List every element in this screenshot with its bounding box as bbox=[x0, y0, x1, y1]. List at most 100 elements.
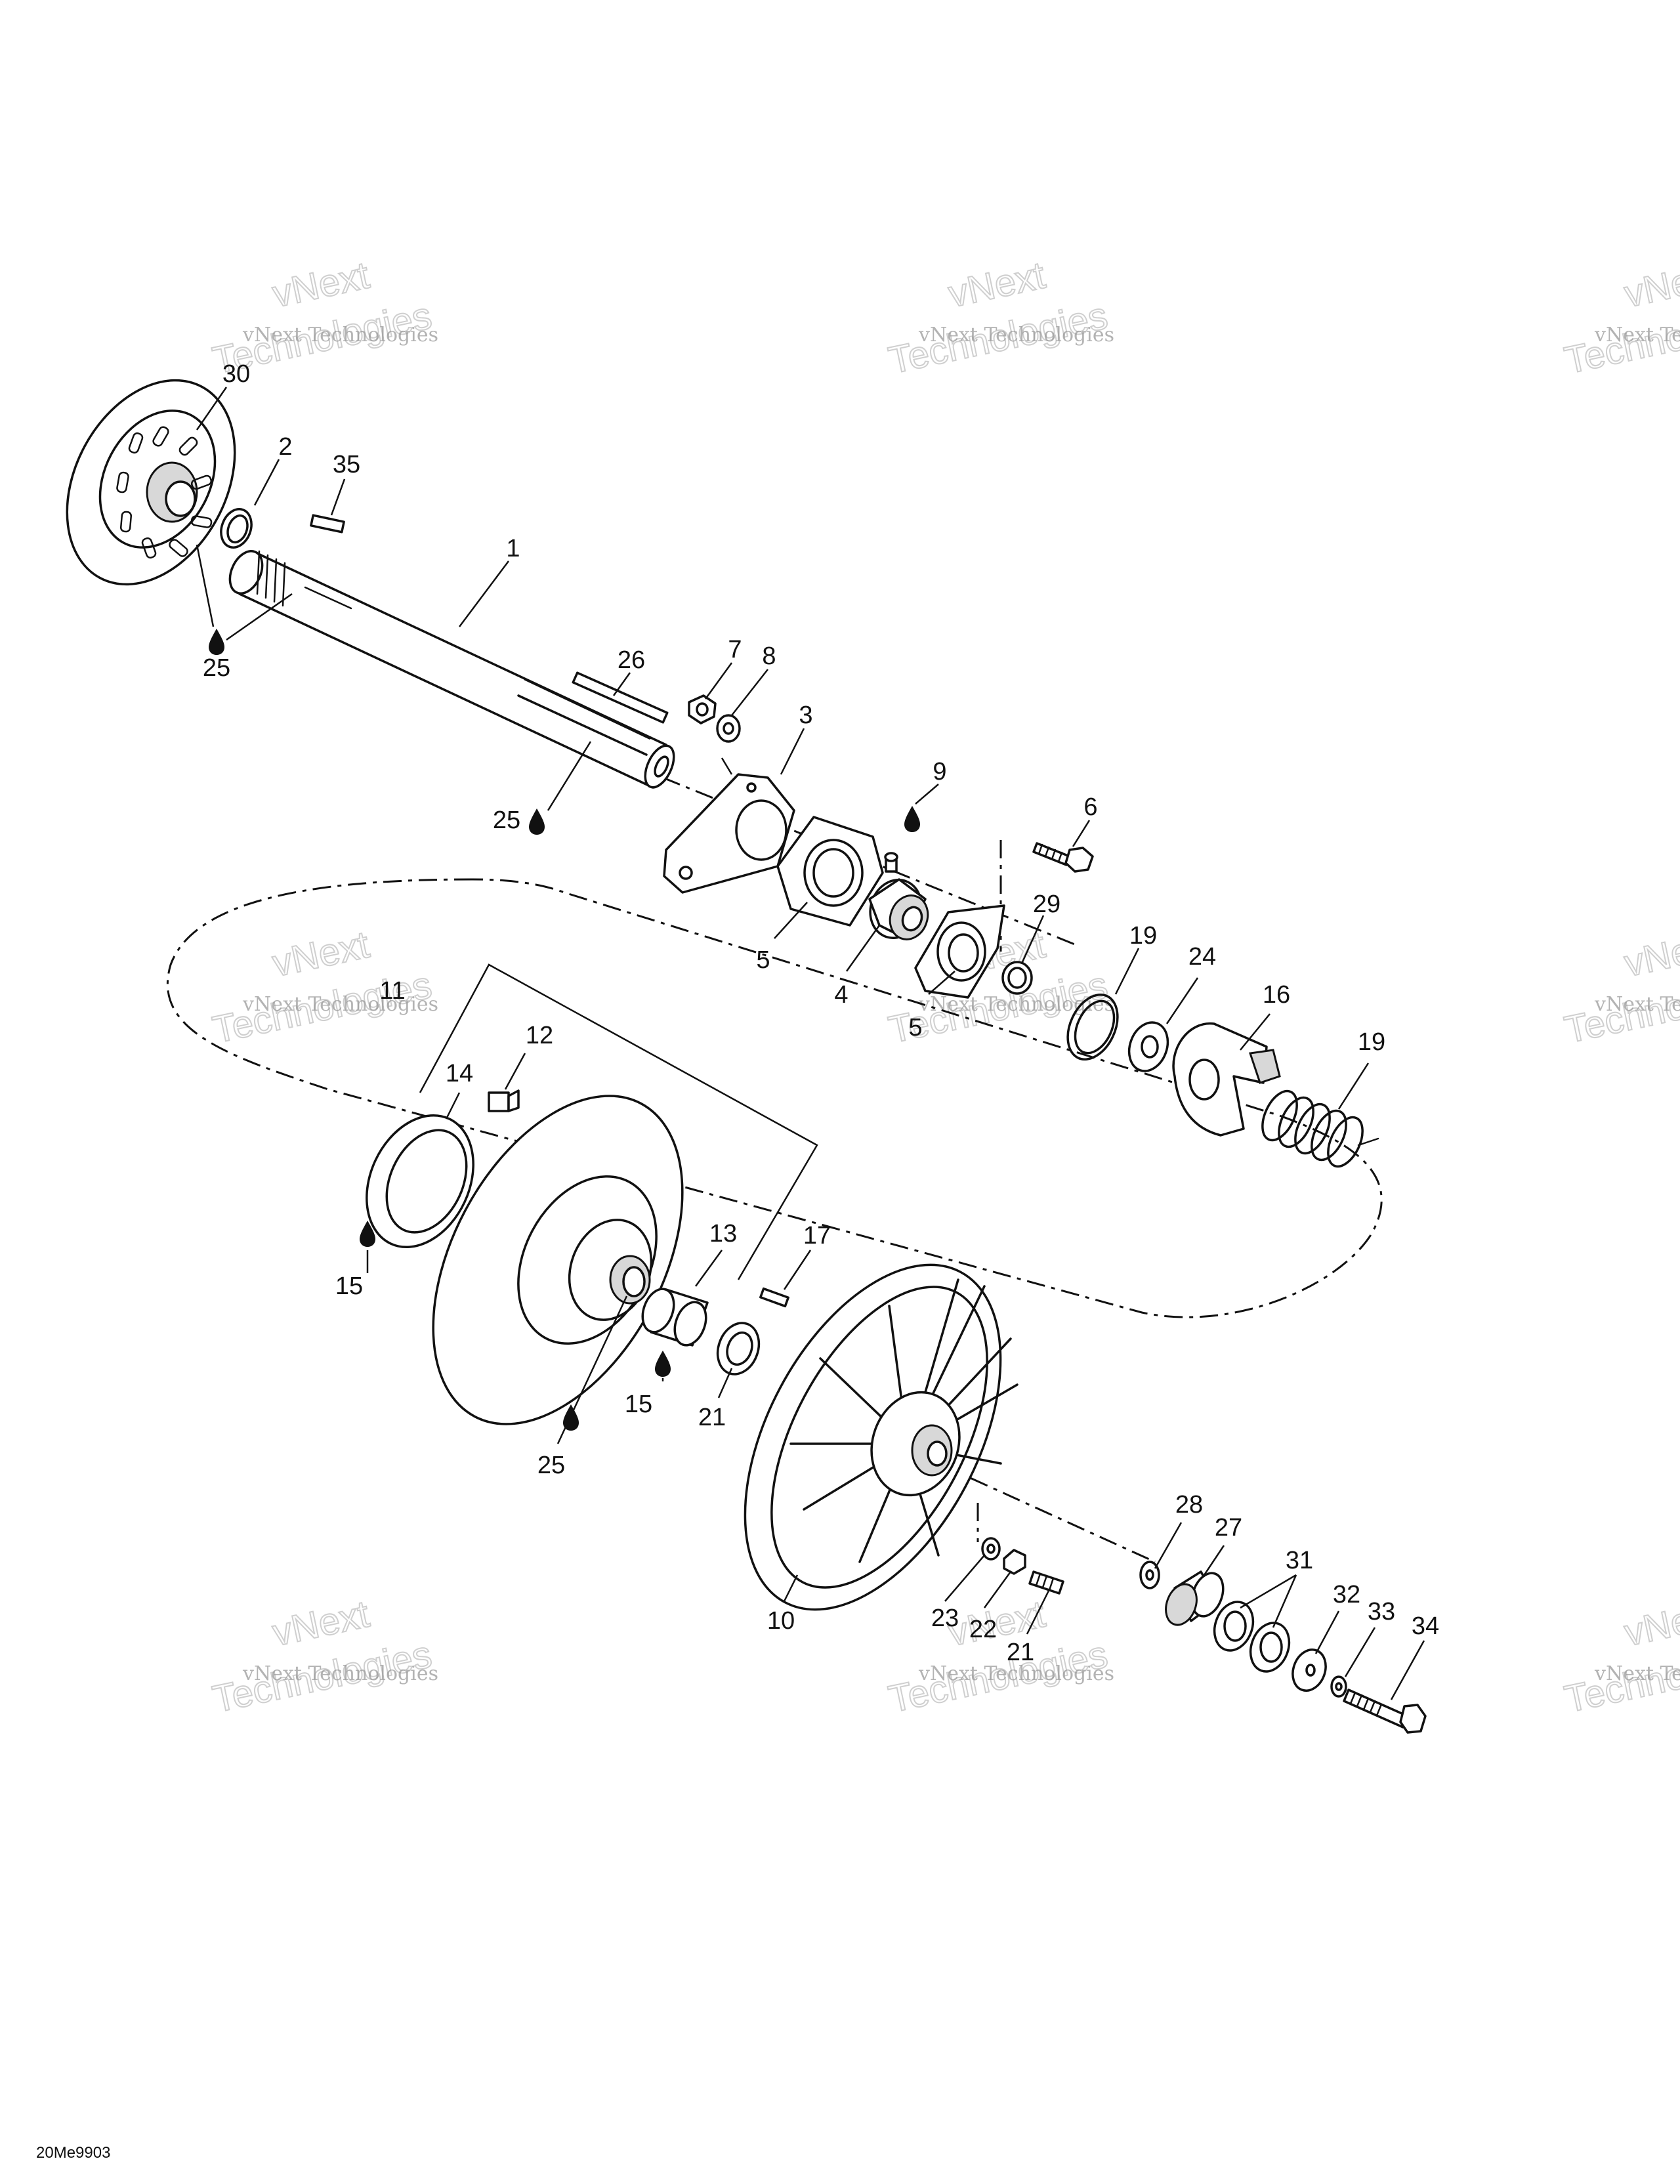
callout-35: 35 bbox=[333, 451, 360, 478]
callout-28: 28 bbox=[1175, 1491, 1203, 1519]
grease-drop-icon bbox=[360, 1221, 375, 1247]
bearing-4 bbox=[868, 878, 929, 940]
callout-24: 24 bbox=[1188, 943, 1216, 971]
callout-3: 3 bbox=[799, 702, 812, 729]
svg-text:vNext Technologies: vNext Technologies bbox=[918, 324, 1114, 346]
washer-23 bbox=[981, 1537, 1001, 1561]
callout-9: 9 bbox=[933, 758, 946, 786]
callout-17: 17 bbox=[803, 1222, 831, 1250]
callout-7: 7 bbox=[728, 636, 742, 663]
nut-22 bbox=[1003, 1549, 1026, 1575]
washer-8 bbox=[716, 714, 741, 743]
svg-text:vNext: vNext bbox=[1621, 1593, 1680, 1654]
callout-21: 21 bbox=[1007, 1639, 1034, 1666]
watermark: vNext Technologies vNext Technologies bbox=[1561, 1592, 1680, 1722]
svg-text:vNext Technologies: vNext Technologies bbox=[918, 1662, 1114, 1685]
callout-34: 30 bbox=[222, 360, 250, 388]
svg-text:vNext Technologies: vNext Technologies bbox=[242, 993, 438, 1016]
grease-drop-icon bbox=[209, 629, 224, 655]
o-ring-2 bbox=[220, 508, 253, 549]
callout-31: 32 bbox=[1333, 1581, 1360, 1608]
bolt-thread bbox=[1038, 843, 1063, 863]
callout-15: 15 bbox=[625, 1391, 652, 1418]
callout-27: 27 bbox=[1215, 1514, 1242, 1542]
spring-19 bbox=[1261, 1089, 1379, 1168]
svg-text:vNext Technologies: vNext Technologies bbox=[242, 1662, 438, 1685]
key-26 bbox=[572, 671, 669, 724]
callout-25: 25 bbox=[537, 1452, 565, 1479]
bolt-33 bbox=[1343, 1689, 1427, 1734]
washer-24 bbox=[1127, 1021, 1169, 1072]
callout-11: 11 bbox=[379, 977, 405, 1005]
movable-sheave-11 bbox=[432, 1095, 684, 1425]
callout-30: 31 bbox=[1286, 1547, 1313, 1574]
watermark: vNext Technologies vNext Technologies bbox=[1561, 923, 1680, 1053]
shaft-splines bbox=[256, 550, 286, 607]
callout-26: 26 bbox=[618, 646, 645, 674]
key-17 bbox=[759, 1287, 789, 1308]
svg-text:vNext Technologies: vNext Technologies bbox=[242, 324, 438, 346]
svg-text:vNext Technologies: vNext Technologies bbox=[1594, 993, 1680, 1016]
callout-18: 19 bbox=[1129, 922, 1157, 950]
svg-text:vNext: vNext bbox=[269, 1593, 373, 1654]
svg-text:vNext: vNext bbox=[1621, 254, 1680, 316]
bolt-6 bbox=[1032, 842, 1094, 873]
callout-10: 10 bbox=[767, 1607, 795, 1635]
assembly-bracket-11 bbox=[419, 963, 818, 1280]
callout-29: 29 bbox=[1033, 891, 1060, 918]
svg-text:vNext: vNext bbox=[269, 254, 373, 316]
callout-19: 19 bbox=[1358, 1028, 1385, 1056]
leader-lines bbox=[196, 387, 1425, 1700]
svg-text:vNext: vNext bbox=[1621, 923, 1680, 985]
callout-22: 22 bbox=[969, 1616, 997, 1643]
svg-text:vNext Technologies: vNext Technologies bbox=[1594, 1662, 1680, 1685]
axis-line-lower bbox=[938, 1462, 1156, 1563]
ring-14 bbox=[366, 1114, 474, 1249]
callout-2: 2 bbox=[278, 433, 292, 461]
retaining-ring-18 bbox=[1066, 993, 1119, 1061]
bushing-29 bbox=[1001, 961, 1033, 995]
callout-23: 23 bbox=[931, 1605, 959, 1632]
grease-drop-icon bbox=[904, 806, 920, 832]
callout-5: 5 bbox=[908, 1014, 922, 1041]
slider-button-12 bbox=[488, 1089, 520, 1112]
callout-15: 15 bbox=[335, 1272, 363, 1300]
watermark: vNext Technologies vNext Technologies bbox=[1561, 253, 1680, 383]
bearing-plate-3 bbox=[663, 773, 795, 894]
washer-31 bbox=[1292, 1648, 1327, 1692]
fixed-sheave-34 bbox=[66, 379, 236, 586]
bushing-13 bbox=[641, 1288, 709, 1347]
grease-drop-icon bbox=[655, 1351, 671, 1377]
svg-text:vNext: vNext bbox=[945, 254, 1049, 316]
callout-12: 12 bbox=[526, 1022, 553, 1049]
figure-reference-code: 20Me9903 bbox=[36, 2144, 110, 2162]
lock-washer-32 bbox=[1330, 1675, 1347, 1698]
grease-fitting-9 bbox=[884, 852, 898, 873]
cam-16 bbox=[1172, 1022, 1281, 1137]
callout-16: 16 bbox=[1263, 981, 1290, 1009]
callout-1: 1 bbox=[506, 535, 520, 562]
nut-7 bbox=[688, 694, 717, 724]
svg-text:vNext Technologies: vNext Technologies bbox=[1594, 324, 1680, 346]
key-35 bbox=[310, 514, 345, 534]
washer-30a bbox=[1213, 1601, 1255, 1652]
callout-13: 13 bbox=[709, 1220, 737, 1248]
watermark: vNext Technologies vNext Technologies bbox=[209, 1592, 438, 1722]
callout-25: 25 bbox=[203, 654, 230, 682]
callout-33: 34 bbox=[1412, 1612, 1439, 1640]
sheave-slot-pattern bbox=[116, 426, 213, 559]
callout-6: 6 bbox=[1083, 793, 1097, 821]
set-screw-21 bbox=[1028, 1570, 1064, 1595]
callout-8: 8 bbox=[762, 642, 776, 670]
callout-25: 25 bbox=[493, 807, 520, 834]
callout-5: 5 bbox=[756, 946, 770, 974]
watermark: vNext Technologies vNext Technologies bbox=[885, 1592, 1114, 1722]
grease-drop-icon bbox=[529, 808, 545, 835]
watermark: vNext Technologies vNext Technologies bbox=[885, 253, 1114, 383]
watermark: vNext Technologies vNext Technologies bbox=[209, 923, 438, 1053]
washer-20 bbox=[716, 1322, 761, 1376]
callout-4: 4 bbox=[834, 981, 848, 1009]
spacer-27 bbox=[1165, 1570, 1225, 1626]
callouts: 30 2 35 1 25 26 7 8 3 25 9 6 29 19 24 16… bbox=[203, 360, 1439, 1666]
